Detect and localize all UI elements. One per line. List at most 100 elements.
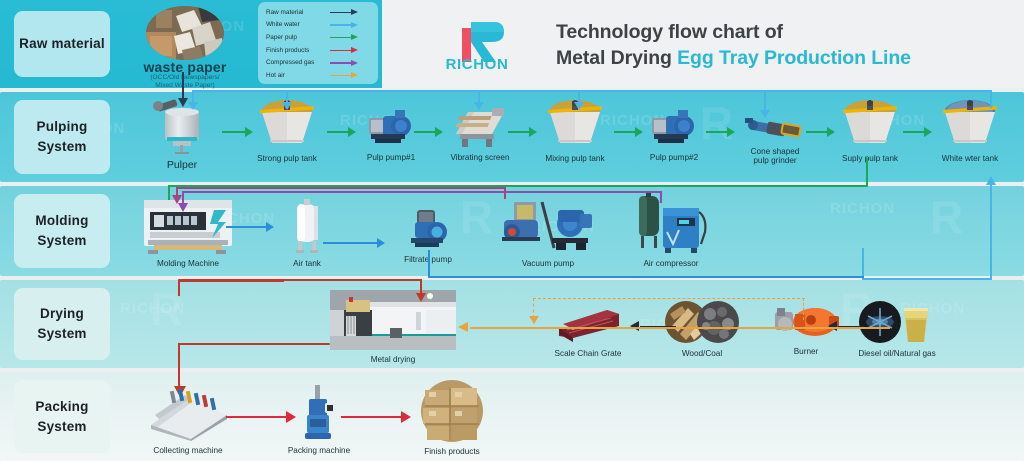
stage-label-line2: System xyxy=(37,418,87,434)
pump-icon xyxy=(392,206,464,255)
stage-label-line2: System xyxy=(37,326,87,341)
richon-logo-icon xyxy=(434,14,520,76)
flow-line-product-to-drying xyxy=(178,279,422,281)
legend-label: White water xyxy=(266,21,300,29)
flow-arrow-head xyxy=(286,411,296,423)
flow-line-pulp-to-molding xyxy=(866,158,868,186)
flow-arrow-pulp xyxy=(327,131,349,133)
node-label: Air tank xyxy=(293,259,321,268)
legend-arrow-icon xyxy=(330,59,372,66)
flow-arrow-pulp xyxy=(903,131,925,133)
stage-label-text: Packing System xyxy=(35,397,88,436)
flow-arrow-head xyxy=(377,238,385,248)
node-label: Suply pulp tank xyxy=(842,154,898,163)
node-label: Metal drying xyxy=(370,355,416,364)
flow-line-raw-material xyxy=(182,72,185,100)
legend-item-compressed-gas: Compressed gas xyxy=(266,56,372,69)
stage-label-text: Drying System xyxy=(37,304,86,343)
stage-label-text: Pulping System xyxy=(37,117,88,156)
flow-arrow-pulp xyxy=(508,131,530,133)
flow-line-compressed-gas xyxy=(660,191,662,203)
node-label: White wter tank xyxy=(941,154,999,163)
stage-label-line1: Drying xyxy=(40,306,84,322)
legend-label: Paper pulp xyxy=(266,33,297,41)
molding-machine-icon xyxy=(140,196,236,259)
node-vacuum-pump: Vacuum pump xyxy=(500,196,596,269)
flow-arrow-pulp xyxy=(222,131,246,133)
stage-label-line2: System xyxy=(37,139,87,154)
node-cone-shaped-pulp-grinder: Cone shaped pulp grinder xyxy=(733,112,817,165)
waste-paper-photo xyxy=(146,6,224,60)
pulper-icon xyxy=(142,96,222,159)
flow-arrow-product xyxy=(341,416,403,419)
node-label-line1: Cone shaped xyxy=(750,147,800,156)
flow-line-white-water-drop xyxy=(286,90,288,104)
stage-label-line2: System xyxy=(37,233,87,248)
pump-icon xyxy=(638,108,710,153)
legend-label: Compressed gas xyxy=(266,59,315,67)
flow-arrow-head xyxy=(529,127,537,137)
stage-label-packing-system: Packing System xyxy=(14,380,110,453)
node-white-water-tank: White wter tank xyxy=(928,99,1012,164)
node-label: Pulp pump#1 xyxy=(366,153,416,162)
legend-label: Finish products xyxy=(266,46,310,54)
flow-line-product-to-drying xyxy=(420,279,422,295)
metal-drying-photo xyxy=(330,290,456,355)
flow-line-hot-air xyxy=(470,327,890,330)
legend-item-hot-air: Hot air xyxy=(266,69,372,82)
legend-arrow-icon xyxy=(330,21,372,28)
title-line-2-highlight: Egg Tray Production Line xyxy=(677,46,911,69)
flow-line-white-water-bus xyxy=(192,90,992,92)
flow-arrow-head xyxy=(760,110,770,118)
collecting-machine-icon xyxy=(143,385,233,446)
flow-line-pulp-to-molding xyxy=(168,185,170,204)
flow-arrow-white-water xyxy=(226,226,268,228)
flow-line-white-water-drop xyxy=(478,90,480,104)
flow-arrow-head xyxy=(474,102,484,110)
stage-label-molding-system: Molding System xyxy=(14,194,110,268)
flow-arrow-head xyxy=(266,222,274,232)
flow-arrow-head xyxy=(188,102,198,110)
node-suply-pulp-tank: Suply pulp tank xyxy=(830,99,910,164)
legend: Raw material White water Paper pulp Fini… xyxy=(258,2,378,84)
node-label: Wood/Coal xyxy=(681,349,723,358)
stage-label-line1: Pulping xyxy=(36,119,88,135)
node-pulp-pump-2: Pulp pump#2 xyxy=(638,108,710,163)
node-label: Packing machine xyxy=(287,446,351,455)
node-label: Pulp pump#2 xyxy=(649,153,699,162)
node-label: Collecting machine xyxy=(153,446,223,455)
node-label: Scale Chain Grate xyxy=(554,349,622,358)
legend-arrow-icon xyxy=(330,34,372,41)
flow-arrow-head xyxy=(458,322,468,332)
stage-label-text: Molding System xyxy=(35,211,88,250)
flow-arrow-head xyxy=(435,127,443,137)
page-title: Technology flow chart of Metal Drying Eg… xyxy=(556,20,986,71)
node-finish-products: Finish products xyxy=(410,380,494,457)
node-label: Vacuum pump xyxy=(521,259,575,268)
legend-arrow-icon xyxy=(330,72,372,79)
title-line-2-plain: Metal Drying xyxy=(556,46,678,69)
node-label: Finish products xyxy=(424,447,480,456)
legend-item-raw-material: Raw material xyxy=(266,6,372,19)
node-vibrating-screen: Vibrating screen xyxy=(440,104,520,163)
flow-arrow-head xyxy=(416,293,426,302)
title-line-1: Technology flow chart of xyxy=(556,21,783,43)
flow-line-compressed-gas xyxy=(182,191,184,205)
flow-line-hot-air-dashed xyxy=(533,298,534,318)
legend-arrow-icon xyxy=(330,47,372,54)
flow-line-white-water-return xyxy=(862,248,864,280)
node-packing-machine: Packing machine xyxy=(280,383,358,456)
pulp-grinder-icon xyxy=(733,112,817,147)
node-label: Diesel oil/Natural gas xyxy=(858,349,936,358)
flow-arrow-head xyxy=(401,411,411,423)
flow-arrow-head xyxy=(529,316,539,324)
flow-arrow-head xyxy=(986,176,996,185)
air-tank-icon xyxy=(272,196,342,259)
flow-arrow-product xyxy=(226,416,288,419)
stage-label-text: Raw material xyxy=(19,36,105,52)
node-pulper: Pulper xyxy=(142,96,222,171)
flow-arrow-white-water xyxy=(323,242,379,244)
stage-label-line1: Molding xyxy=(35,213,89,229)
stage-label-drying-system: Drying System xyxy=(14,288,110,360)
waste-paper-subtitle-line1: (OCC/Old Newspapers/ xyxy=(150,74,220,81)
